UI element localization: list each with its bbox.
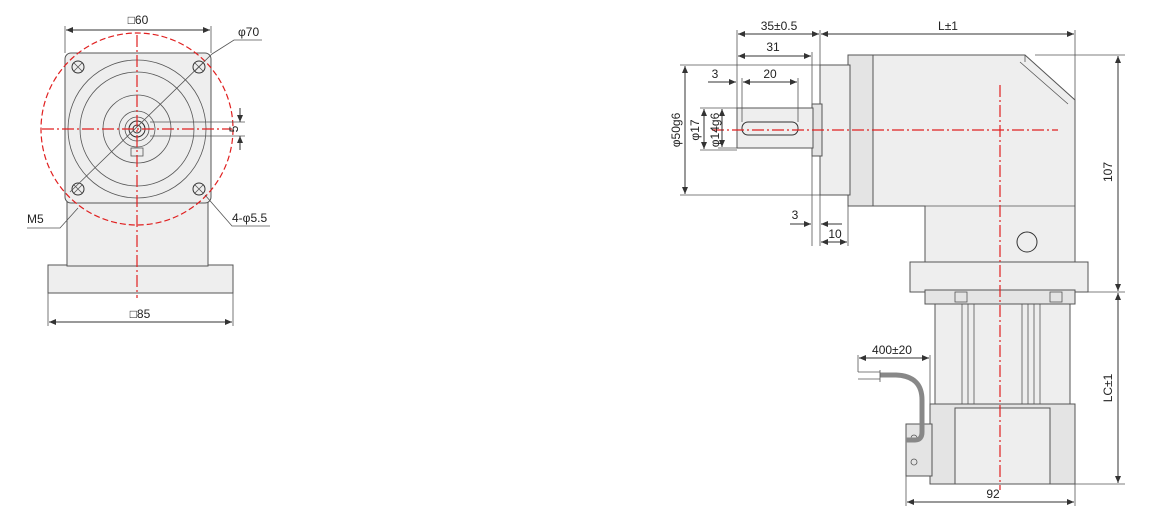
dim-holes: 4-φ5.5 [232,211,267,225]
front-view: □60 φ70 5 M5 4-φ5.5 □85 [27,13,270,326]
bolt-circle [40,32,234,226]
adapter-tab-right [1049,291,1063,303]
dim-hub-dia: φ17 [688,119,702,140]
dim-key-len: 20 [763,67,777,81]
hole-bottom-right [192,182,206,196]
dim-flange-thk: 10 [828,227,842,241]
side-view: 35±0.5 L±1 31 3 20 φ50g6 φ17 φ14g6 3 10 [669,19,1125,506]
dim-length: L±1 [938,19,958,33]
dim-thread: M5 [27,212,44,226]
dim-height: 107 [1101,162,1115,182]
dim-motor-len: LC±1 [1101,373,1115,402]
output-shaft [736,107,814,149]
motor-flange [909,261,1089,293]
gearbox-plug [1016,231,1038,253]
hole-top-right [192,60,206,74]
motor-connector [905,423,933,477]
front-square-flange [64,52,212,204]
gearbox-body [869,54,1076,263]
dim-shaft-dia: φ14g6 [708,112,722,147]
hole-top-left [71,60,85,74]
motor-fins [961,300,1041,408]
motor-body [934,299,1071,409]
front-base-plate [47,264,234,294]
dim-square-flange: □60 [128,13,149,27]
dim-pilot-depth: 3 [792,208,799,222]
motor-rear-end [954,407,1051,485]
dim-shaft-len: 31 [766,40,780,54]
hole-bottom-left [71,182,85,196]
adapter-tab-left [954,291,968,303]
dim-cable-len: 400±20 [872,343,912,357]
dim-side-key-offset: 3 [712,67,719,81]
dim-front-key-offset: 5 [227,125,241,132]
motor-cable [880,372,925,443]
dim-bolt-circle: φ70 [238,25,259,39]
dim-pilot-dia: φ50g6 [669,112,683,147]
dim-shaft-total: 35±0.5 [761,19,798,33]
dim-base-square: □85 [130,307,151,321]
shaft-keyway [741,121,799,136]
connector-screw-2 [910,458,918,466]
dim-motor-width: 92 [986,487,1000,501]
output-pilot [819,64,851,196]
